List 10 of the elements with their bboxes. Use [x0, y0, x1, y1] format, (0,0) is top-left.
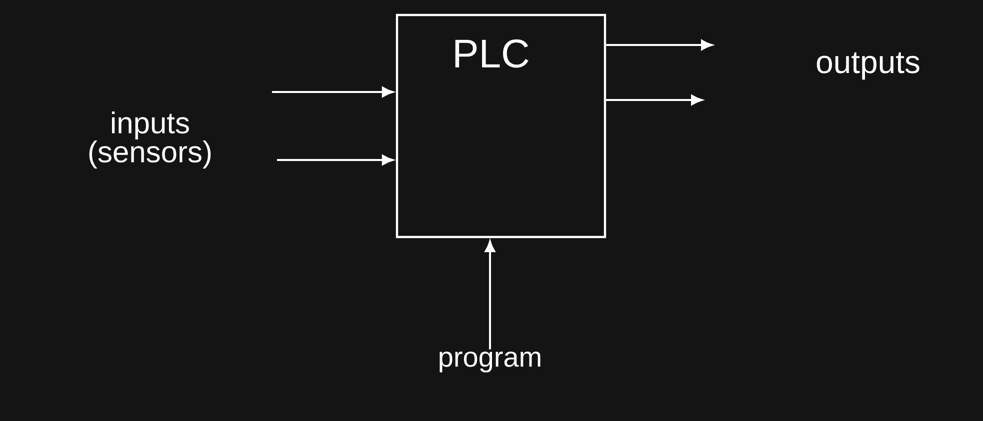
box-title: PLC [455, 39, 528, 68]
program-label: program [440, 352, 540, 372]
arrow [277, 154, 394, 166]
plc-box [396, 14, 606, 238]
arrow [272, 86, 394, 98]
side-label: inputs (sensors) [89, 112, 211, 168]
arrow [606, 40, 712, 50]
arrow [484, 240, 496, 350]
side-label: outputs [816, 52, 920, 80]
arrow [606, 94, 702, 106]
